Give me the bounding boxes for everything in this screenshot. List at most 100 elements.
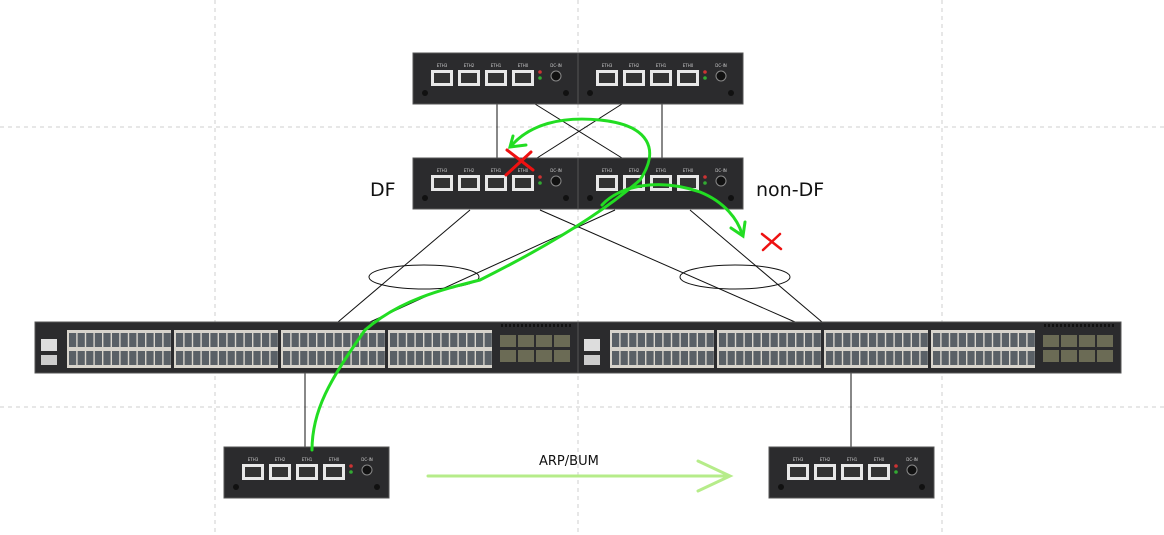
switch-port (1019, 351, 1027, 365)
switch-port (629, 351, 637, 365)
switch-port (637, 333, 645, 347)
switch-port (663, 351, 671, 365)
switch-port (343, 333, 351, 347)
switch-port (415, 333, 423, 347)
switch-port (646, 333, 654, 347)
switch-port (903, 351, 911, 365)
sfp-port (554, 350, 570, 362)
lag-left (368, 264, 480, 290)
port-label: ETH2 (629, 63, 640, 68)
switch-port (308, 351, 316, 365)
port-label: ETH1 (847, 457, 858, 462)
switch-port (458, 351, 466, 365)
switch-port (1001, 333, 1009, 347)
power-label: DC-IN (715, 63, 727, 68)
switch-port (770, 333, 778, 347)
switch-port (467, 351, 475, 365)
power-jack (715, 70, 727, 82)
switch-port (851, 333, 859, 347)
switch-port (201, 351, 209, 365)
switch-port (612, 351, 620, 365)
power-label: DC-IN (550, 63, 562, 68)
switch-port (317, 333, 325, 347)
switch-port (155, 333, 163, 347)
sfp-port (518, 335, 534, 347)
switch-port (719, 351, 727, 365)
switch-port (300, 351, 308, 365)
switch-port (283, 333, 291, 347)
switch-port (326, 351, 334, 365)
switch-port (253, 351, 261, 365)
sfp-port (1043, 350, 1059, 362)
switch-port (958, 351, 966, 365)
sfp-port (1079, 335, 1095, 347)
switch-port (193, 333, 201, 347)
switch-port (390, 333, 398, 347)
sfp-port (1079, 350, 1095, 362)
switch-port (753, 351, 761, 365)
switch-port (360, 333, 368, 347)
switch-port (736, 351, 744, 365)
port-label: ETH1 (491, 63, 502, 68)
switch-port (476, 333, 484, 347)
power-label: DC-IN (361, 457, 373, 462)
switch-port (441, 351, 449, 365)
port-label: ETH1 (491, 168, 502, 173)
access-switch-left[interactable] (34, 321, 579, 374)
switch-port (201, 333, 209, 347)
blocked-x-df (504, 148, 535, 177)
switch-port (176, 351, 184, 365)
switch-port (129, 333, 137, 347)
switch-port (843, 351, 851, 365)
switch-port (886, 333, 894, 347)
switch-port (933, 333, 941, 347)
switch-port (137, 333, 145, 347)
switch-port (612, 333, 620, 347)
access-switch-right[interactable] (577, 321, 1122, 374)
switch-port (860, 351, 868, 365)
switch-port (813, 333, 821, 347)
switch-port (146, 351, 154, 365)
switch-port (920, 333, 928, 347)
switch-port (262, 351, 270, 365)
switch-port (967, 351, 975, 365)
non-df-label: non-DF (756, 179, 824, 201)
sfp-port (554, 335, 570, 347)
switch-port (877, 351, 885, 365)
switch-port (933, 351, 941, 365)
switch-port (176, 333, 184, 347)
switch-port (360, 351, 368, 365)
switch-port (941, 351, 949, 365)
switch-port (672, 351, 680, 365)
port-label: ETH3 (248, 457, 259, 462)
switch-port (698, 351, 706, 365)
power-label: DC-IN (550, 168, 562, 173)
power-jack (550, 175, 562, 187)
sfp-port (536, 335, 552, 347)
port-label: ETH0 (518, 168, 529, 173)
switch-port (390, 351, 398, 365)
switch-port (805, 351, 813, 365)
switch-port (689, 333, 697, 347)
switch-port (86, 333, 94, 347)
switch-port (112, 351, 120, 365)
port-label: ETH2 (820, 457, 831, 462)
switch-port (1027, 351, 1035, 365)
switch-port (941, 333, 949, 347)
switch-port (351, 333, 359, 347)
switch-port (753, 333, 761, 347)
switch-port (210, 351, 218, 365)
sfp-port (1097, 350, 1113, 362)
switch-port (163, 333, 171, 347)
switch-port (415, 351, 423, 365)
switch-port (369, 333, 377, 347)
switch-port (620, 351, 628, 365)
switch-port (424, 333, 432, 347)
switch-port (69, 333, 77, 347)
switch-port (877, 333, 885, 347)
